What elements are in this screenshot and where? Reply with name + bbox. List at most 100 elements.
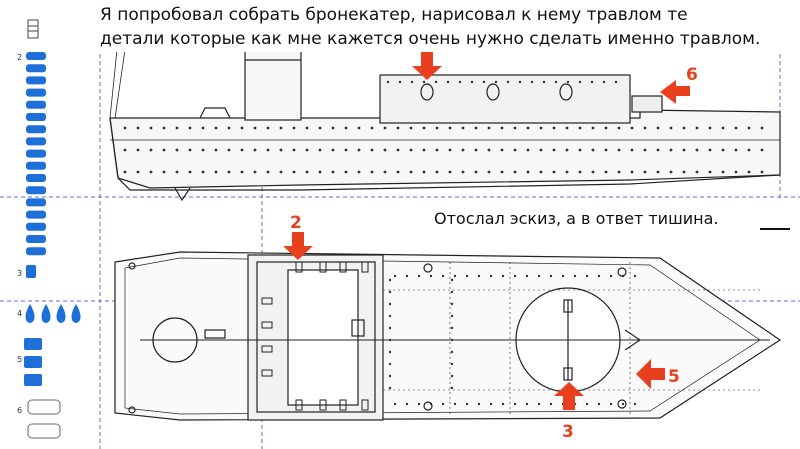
rivet bbox=[614, 80, 618, 84]
rivet bbox=[279, 148, 283, 152]
rivet bbox=[617, 170, 621, 174]
rivet bbox=[201, 148, 205, 152]
rivet bbox=[388, 278, 392, 282]
rivet bbox=[388, 326, 392, 330]
rivet bbox=[602, 80, 606, 84]
marker-label-6: 6 bbox=[686, 65, 698, 85]
rivet bbox=[609, 402, 613, 406]
rivet bbox=[450, 374, 454, 378]
rivet bbox=[721, 126, 725, 130]
part-2 bbox=[26, 198, 46, 207]
rivet bbox=[487, 126, 491, 130]
rivet bbox=[461, 126, 465, 130]
rivet bbox=[734, 148, 738, 152]
rivet bbox=[370, 126, 374, 130]
rivet bbox=[162, 148, 166, 152]
rivet bbox=[656, 148, 660, 152]
rivet bbox=[266, 170, 270, 174]
rivet bbox=[331, 170, 335, 174]
part-5 bbox=[24, 374, 42, 386]
rivet bbox=[474, 126, 478, 130]
rivet bbox=[747, 170, 751, 174]
rivet bbox=[214, 148, 218, 152]
rivet bbox=[405, 402, 409, 406]
rivet bbox=[305, 170, 309, 174]
part-2 bbox=[26, 149, 46, 158]
rivet bbox=[477, 274, 481, 278]
rivet bbox=[565, 126, 569, 130]
rivet bbox=[450, 386, 454, 390]
rivet bbox=[578, 80, 582, 84]
rivet bbox=[477, 402, 481, 406]
rivet bbox=[450, 314, 454, 318]
part-2 bbox=[26, 125, 46, 134]
part-5-set bbox=[24, 338, 42, 386]
part-3 bbox=[26, 265, 36, 278]
rivet bbox=[227, 148, 231, 152]
part-5 bbox=[24, 356, 42, 368]
rivet bbox=[450, 350, 454, 354]
rivet bbox=[388, 374, 392, 378]
rivet bbox=[435, 148, 439, 152]
rivet bbox=[474, 170, 478, 174]
rivet bbox=[578, 126, 582, 130]
rivet bbox=[388, 386, 392, 390]
rivet bbox=[450, 302, 454, 306]
rivet bbox=[357, 170, 361, 174]
rivet bbox=[266, 148, 270, 152]
rivet bbox=[240, 170, 244, 174]
rivet bbox=[279, 126, 283, 130]
rivet bbox=[708, 148, 712, 152]
rivet bbox=[539, 126, 543, 130]
part-2 bbox=[26, 174, 46, 182]
rivet bbox=[450, 278, 454, 282]
part-2 bbox=[26, 64, 46, 73]
rivet bbox=[318, 126, 322, 130]
rivet bbox=[470, 80, 474, 84]
rivet bbox=[565, 148, 569, 152]
rivet bbox=[266, 126, 270, 130]
parts-label-6: 6 bbox=[17, 406, 22, 415]
rivet bbox=[643, 148, 647, 152]
rivet bbox=[292, 170, 296, 174]
part-4 bbox=[41, 304, 51, 323]
rivet bbox=[448, 126, 452, 130]
rivet bbox=[253, 170, 257, 174]
rivet bbox=[621, 274, 625, 278]
arrow-left-icon bbox=[636, 359, 665, 389]
rivet bbox=[721, 170, 725, 174]
rivet bbox=[621, 402, 625, 406]
rivet bbox=[388, 350, 392, 354]
part-2 bbox=[26, 210, 46, 219]
rivet bbox=[494, 80, 498, 84]
rivet bbox=[537, 402, 541, 406]
rivet bbox=[597, 402, 601, 406]
rivet bbox=[513, 126, 517, 130]
rivet bbox=[393, 274, 397, 278]
rivet bbox=[292, 126, 296, 130]
rivet bbox=[453, 274, 457, 278]
rivet bbox=[149, 148, 153, 152]
rivet bbox=[721, 148, 725, 152]
rivet bbox=[201, 170, 205, 174]
part-1-sketch bbox=[27, 19, 39, 39]
rivet bbox=[417, 274, 421, 278]
rivet bbox=[513, 274, 517, 278]
marker-label-2: 2 bbox=[290, 213, 302, 233]
rivet bbox=[123, 126, 127, 130]
top-caption-line-1: Я попробовал собрать бронекатер, нарисов… bbox=[100, 5, 688, 25]
rivet bbox=[409, 170, 413, 174]
rivet bbox=[585, 402, 589, 406]
rivet bbox=[525, 402, 529, 406]
rivet bbox=[669, 170, 673, 174]
rivet bbox=[388, 290, 392, 294]
rivet bbox=[482, 80, 486, 84]
rivet bbox=[506, 80, 510, 84]
rivet bbox=[530, 80, 534, 84]
rivet bbox=[489, 402, 493, 406]
parts-label-5: 5 bbox=[17, 355, 22, 364]
rivet bbox=[500, 126, 504, 130]
rivet bbox=[201, 126, 205, 130]
rivet bbox=[175, 170, 179, 174]
